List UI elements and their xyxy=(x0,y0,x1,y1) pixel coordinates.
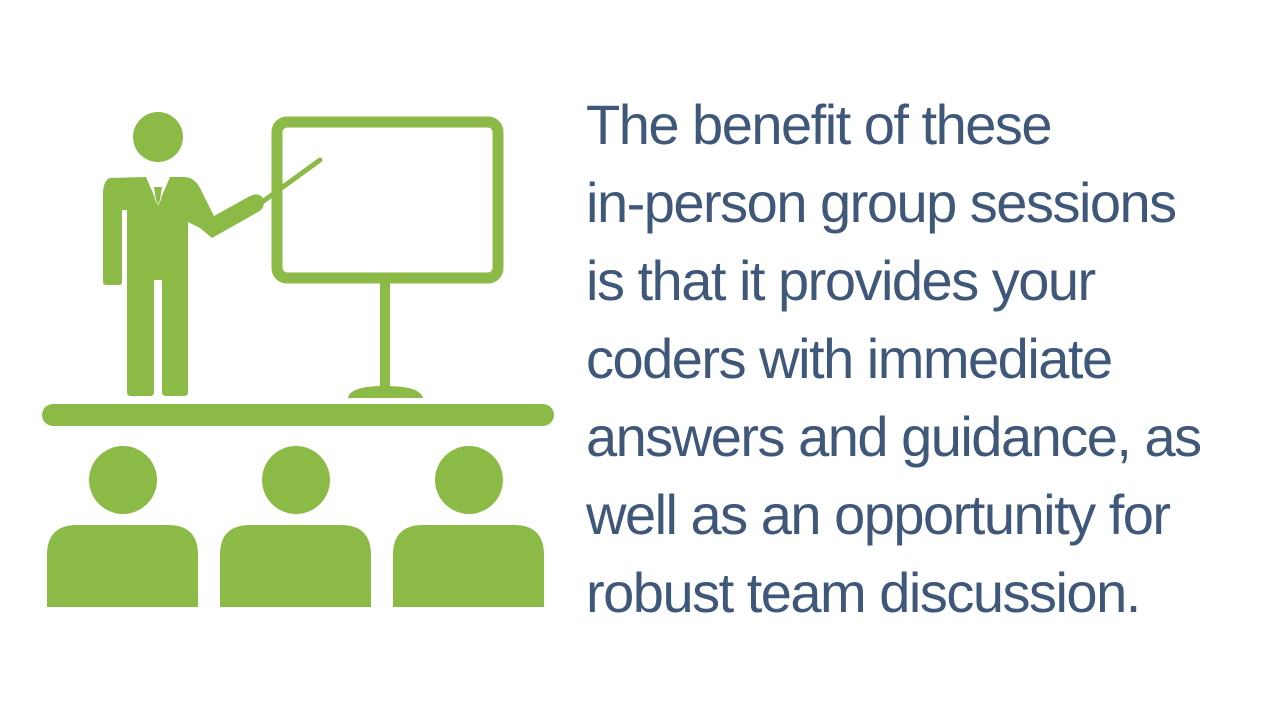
quote-line: The benefit of these xyxy=(586,93,1053,156)
audience-icon xyxy=(47,446,544,607)
quote-line: well as an opportunity for xyxy=(586,483,1171,546)
whiteboard-icon xyxy=(271,116,504,398)
quote-line: coders with immediate xyxy=(586,327,1113,390)
presentation-illustration xyxy=(42,112,554,607)
quote-text: The benefit of these in-person group ses… xyxy=(586,86,1266,632)
quote-line: answers and guidance, as xyxy=(586,405,1202,468)
quote-line: is that it provides your xyxy=(586,249,1096,312)
stage-bar xyxy=(42,404,554,426)
presenter-icon xyxy=(103,112,264,396)
pointer-stick-icon xyxy=(255,157,323,208)
quote-line: in-person group sessions xyxy=(586,171,1177,234)
quote-line: robust team discussion. xyxy=(586,561,1141,624)
